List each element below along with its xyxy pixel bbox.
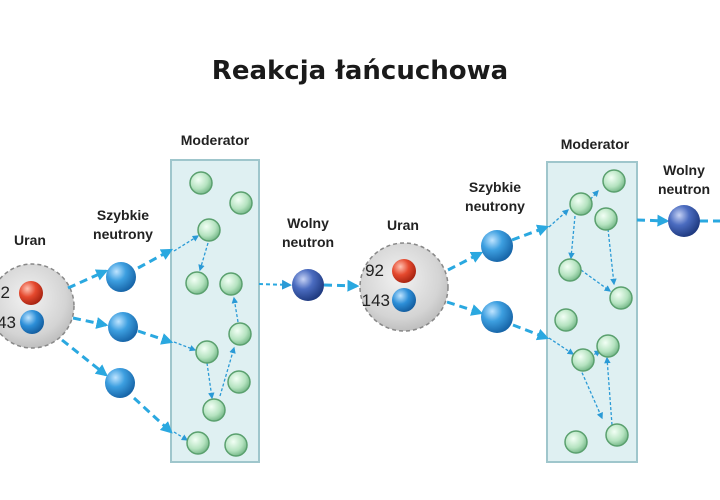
uranium-nucleus-2 xyxy=(359,242,449,332)
moderator-particle xyxy=(602,169,626,193)
slow-neutron-label-2: Wolny neutron xyxy=(657,162,711,197)
page-title: Reakcja łańcuchowa xyxy=(211,56,509,86)
moderator-particle xyxy=(185,271,209,295)
arrow-nucleus1-to-fast1 xyxy=(67,269,109,290)
moderator-particle xyxy=(558,258,582,282)
arrow-nucleus2-to-fast5 xyxy=(446,300,484,316)
moderator-particle xyxy=(571,348,595,372)
moderator-particle xyxy=(189,171,213,195)
moderator-particle xyxy=(594,207,618,231)
moderator-particle xyxy=(197,218,221,242)
moderator-label-1: Moderator xyxy=(180,132,250,148)
moderator-particle xyxy=(219,272,243,296)
uran-label-1: Uran xyxy=(14,232,46,248)
fast-neutron-3 xyxy=(105,368,135,398)
moderator-particle xyxy=(609,286,633,310)
mod1-path-5 xyxy=(219,346,236,397)
fast-neutron-4 xyxy=(481,230,513,262)
mod1-path-7 xyxy=(173,431,189,441)
mod2-path-8 xyxy=(604,356,613,426)
moderator-label-2: Moderator xyxy=(560,136,630,152)
proton-count-1: 2 xyxy=(0,283,10,302)
neutron-count-2: 143 xyxy=(361,291,390,310)
arrow-fast5-to-moderator xyxy=(512,323,550,341)
arrow-nucleus1-to-fast2 xyxy=(72,316,109,329)
neutron-in-nucleus-1 xyxy=(20,310,44,334)
moderator-particle xyxy=(569,192,593,216)
moderator-particle xyxy=(596,334,620,358)
moderator-particle xyxy=(605,423,629,447)
fast-neutron-2 xyxy=(108,312,138,342)
uran-label-2: Uran xyxy=(387,217,419,233)
fast-neutron-1 xyxy=(106,262,136,292)
arrow-moderator-to-slow1 xyxy=(258,279,292,290)
mod1-path-6 xyxy=(231,296,239,323)
neutron-in-nucleus-2 xyxy=(392,288,416,312)
slow-neutron-2 xyxy=(668,205,700,237)
fast-neutron-5 xyxy=(481,301,513,333)
arrow-moderator-to-slow2 xyxy=(636,214,670,227)
moderator-particle xyxy=(564,430,588,454)
mod1-path-4 xyxy=(206,362,215,400)
arrow-fast2-to-moderator xyxy=(137,329,174,345)
moderator-particle xyxy=(228,322,252,346)
mod2-path-7 xyxy=(579,367,603,420)
moderator-particle xyxy=(224,433,248,457)
moderator-particle xyxy=(195,340,219,364)
slow-neutron-1 xyxy=(292,269,324,301)
arrow-fast1-to-moderator xyxy=(137,248,174,270)
proton-2 xyxy=(392,259,416,283)
mod2-path-5 xyxy=(607,228,617,286)
mod1-path-3 xyxy=(173,341,197,352)
neutron-count-1: 43 xyxy=(0,313,16,332)
moderator-particle xyxy=(202,398,226,422)
arrow-fast3-to-moderator xyxy=(132,396,173,434)
mod2-path-2 xyxy=(568,215,576,260)
moderator-particle xyxy=(554,308,578,332)
mod2-path-1 xyxy=(548,209,569,228)
proton-1 xyxy=(19,281,43,305)
moderator-particle xyxy=(229,191,253,215)
moderator-particle xyxy=(227,370,251,394)
slow-neutron-label-1: Wolny neutron xyxy=(281,215,335,250)
fast-neutrons-label-2: Szybkie neutrony xyxy=(465,179,525,214)
mod2-path-3 xyxy=(580,269,612,292)
uranium-nucleus-1 xyxy=(0,263,75,349)
moderator-particle xyxy=(186,431,210,455)
arrow-slow1-to-nucleus2 xyxy=(323,279,360,292)
arrow-fast4-to-moderator xyxy=(511,224,550,242)
proton-count-2: 92 xyxy=(365,261,384,280)
arrow-nucleus1-to-fast3 xyxy=(61,338,108,377)
arrow-nucleus2-to-fast4 xyxy=(447,251,484,272)
fast-neutrons-label-1: Szybkie neutrony xyxy=(93,207,153,242)
